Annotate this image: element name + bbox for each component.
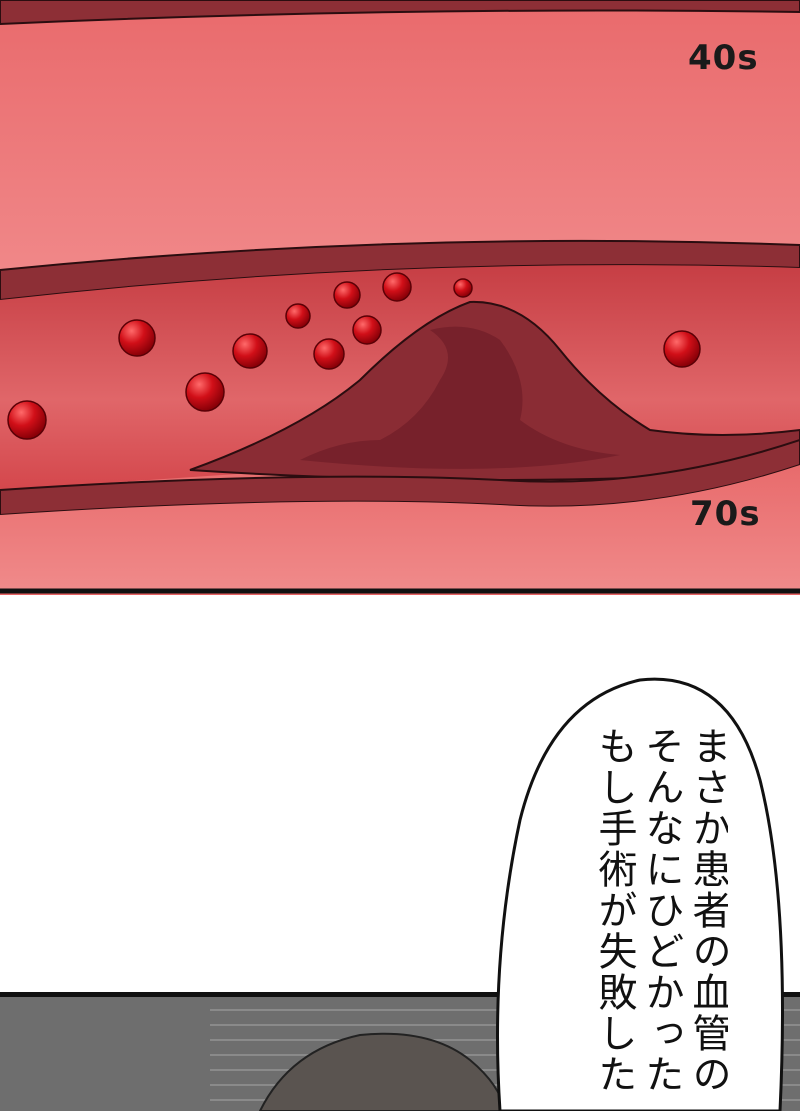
speech-bubble bbox=[496, 677, 784, 1111]
speech-line: もし手術が失敗した bbox=[592, 726, 637, 1095]
blood-cell bbox=[118, 319, 156, 357]
speech-line: そんなにひどかった bbox=[639, 726, 684, 1095]
vessel-comparison-panel: 40s 70s bbox=[0, 0, 800, 595]
blood-cell bbox=[352, 315, 382, 345]
blood-cells bbox=[7, 272, 701, 440]
plaque-shadow bbox=[300, 326, 620, 469]
age-label-70s: 70s bbox=[690, 494, 761, 534]
vessel-illustration bbox=[0, 0, 800, 595]
blood-cell bbox=[453, 278, 473, 298]
dialogue-panel bbox=[0, 640, 800, 1111]
blood-cell bbox=[382, 272, 412, 302]
panel-top-border bbox=[0, 992, 800, 997]
age-label-40s: 40s bbox=[688, 38, 759, 78]
blood-cell bbox=[7, 400, 47, 440]
blood-cell bbox=[333, 281, 361, 309]
blood-cell bbox=[313, 338, 345, 370]
blood-cell bbox=[285, 303, 311, 329]
speech-line: まさか患者の血管の bbox=[686, 726, 728, 1095]
dialogue-illustration bbox=[0, 677, 800, 1111]
blood-cell bbox=[663, 330, 701, 368]
blood-cell bbox=[185, 372, 225, 412]
character-hair bbox=[258, 1032, 507, 1111]
upper-vessel-top-wall bbox=[0, 0, 800, 26]
blood-cell bbox=[232, 333, 268, 369]
lower-vessel-outer bbox=[0, 465, 800, 590]
speech-bubble-text: まさか患者の血管の そんなにひどかった もし手術が失敗した bbox=[568, 726, 728, 1111]
